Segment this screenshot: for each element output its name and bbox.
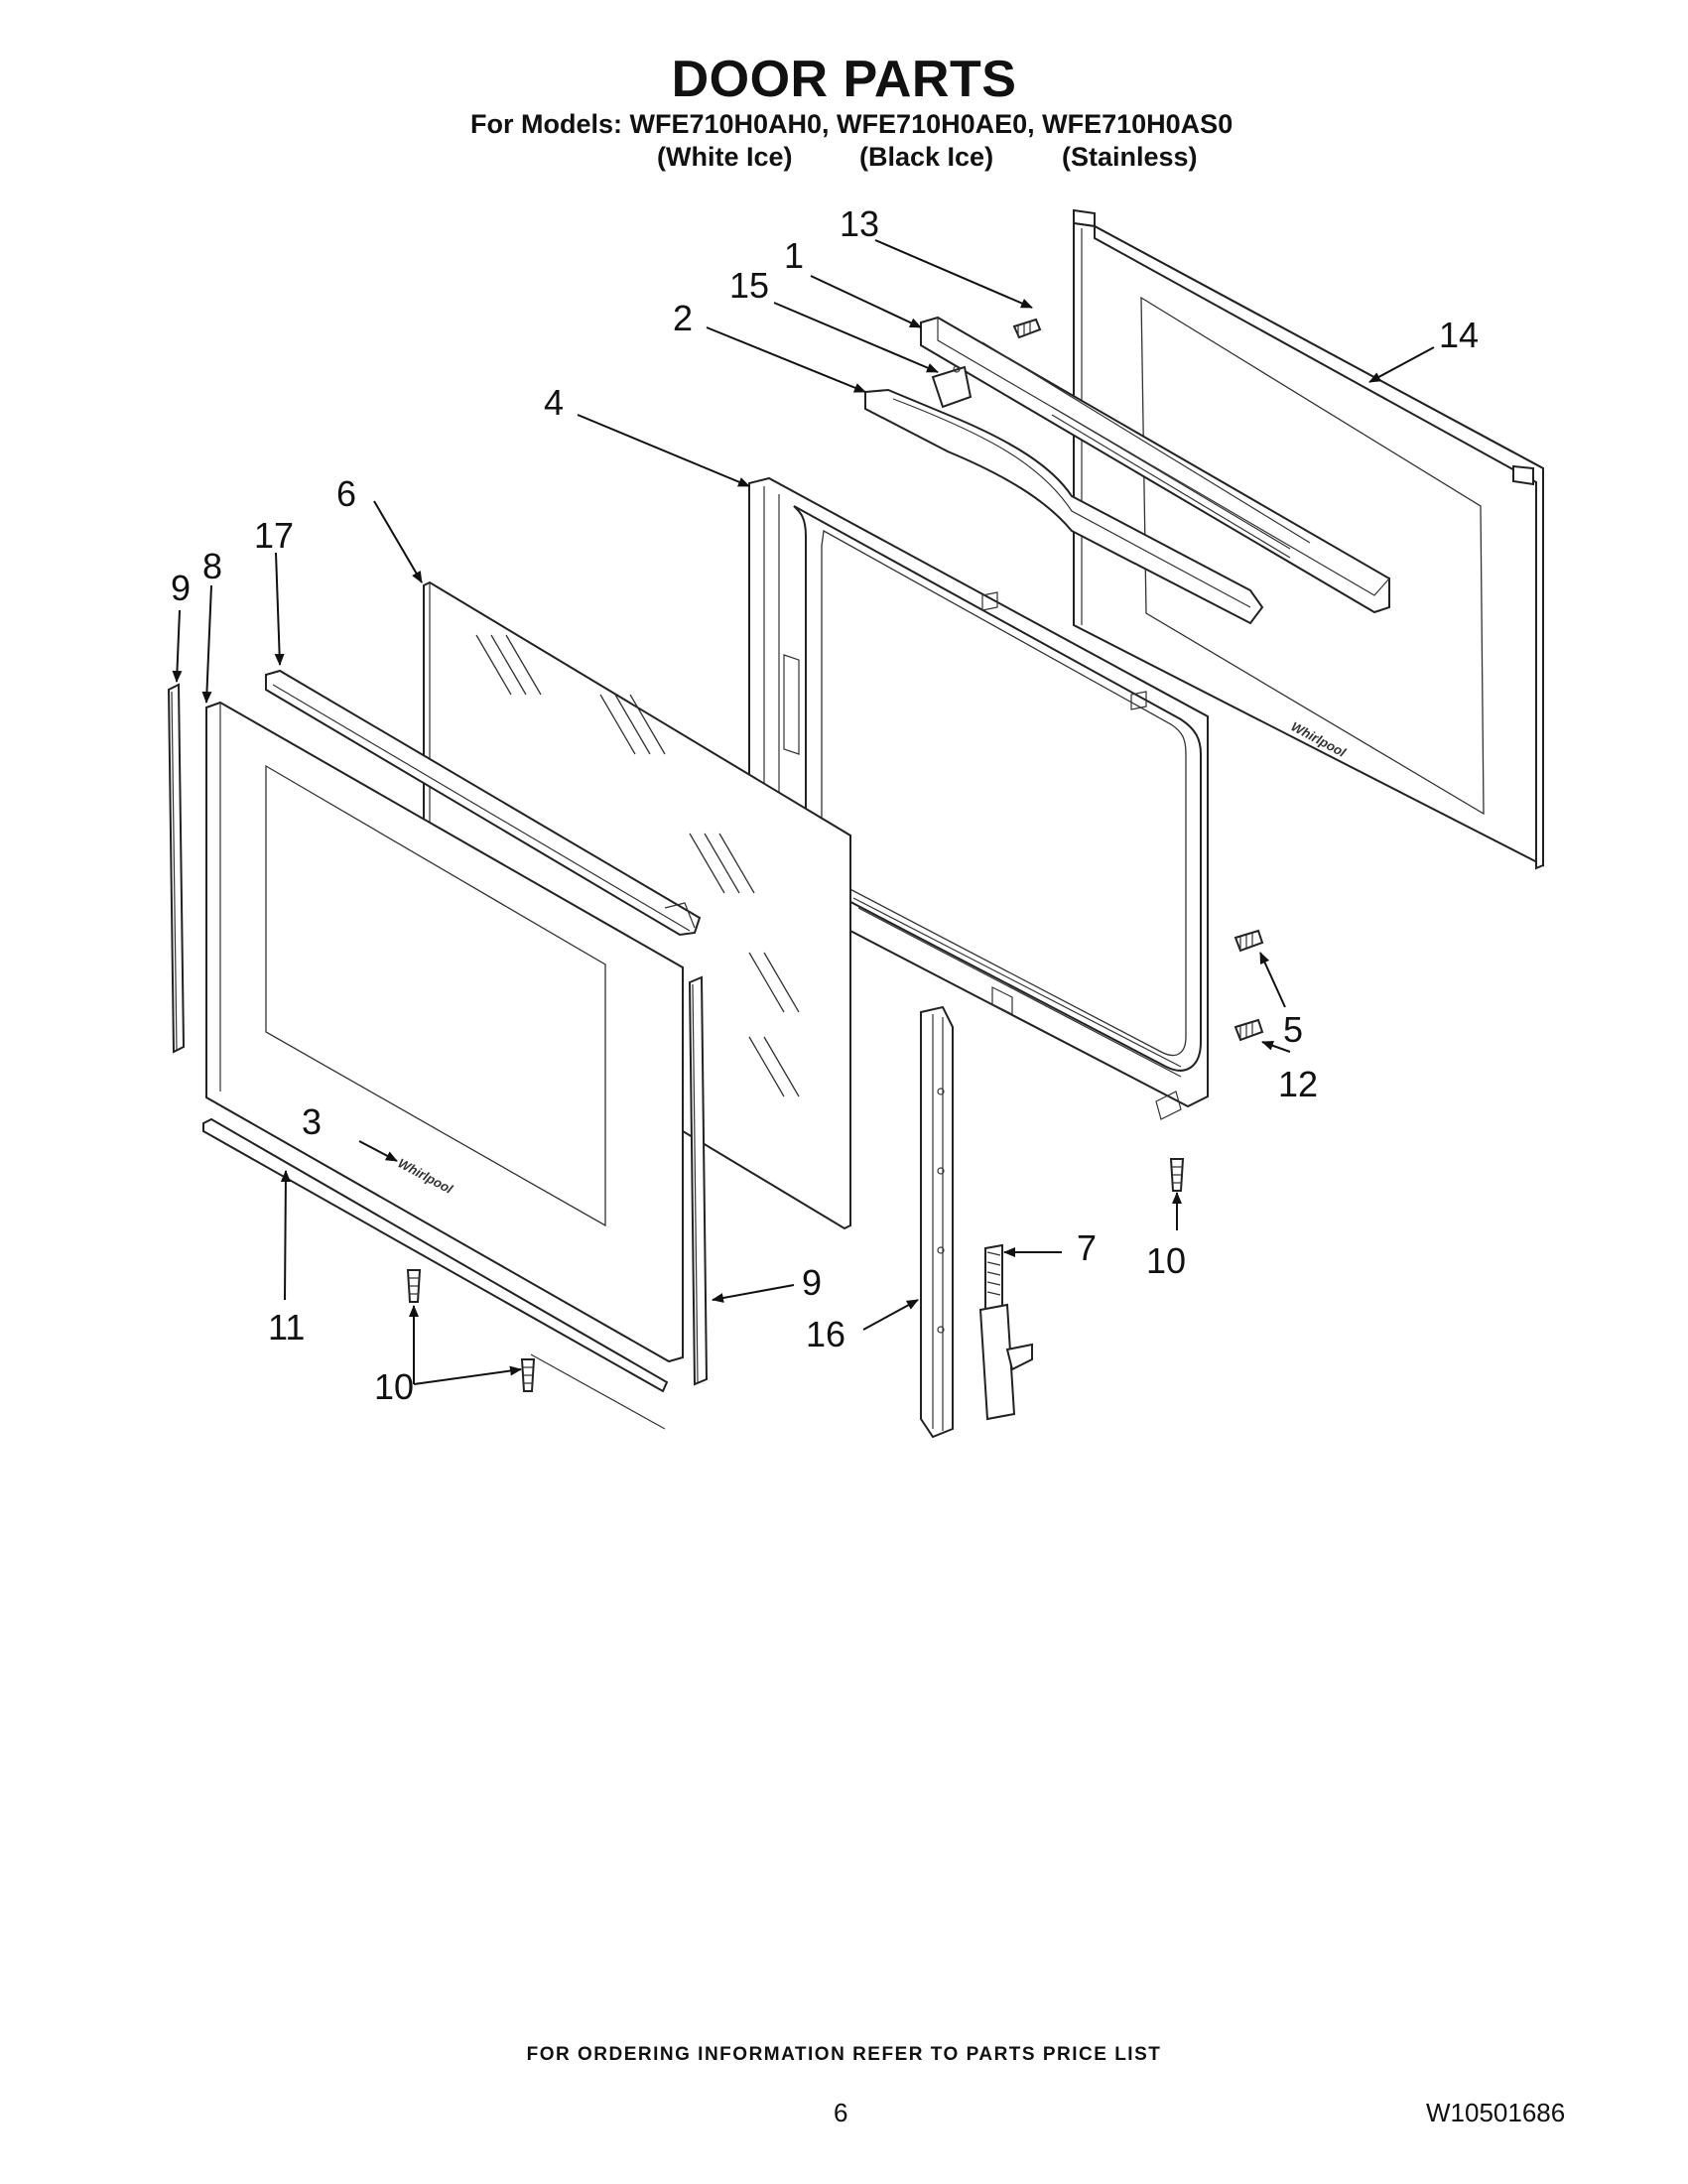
callout-12: 12 xyxy=(1278,1064,1318,1104)
callout-9-left: 9 xyxy=(171,568,191,608)
callout-10-right: 10 xyxy=(1146,1240,1186,1281)
callout-8: 8 xyxy=(202,546,222,586)
document-number: W10501686 xyxy=(1426,2098,1566,2127)
top-glass-channel xyxy=(265,669,702,937)
callout-7: 7 xyxy=(1077,1227,1097,1268)
handle-end-cap xyxy=(931,365,973,409)
callout-17: 17 xyxy=(254,515,294,556)
screw-10-right xyxy=(1169,1158,1185,1192)
callout-4: 4 xyxy=(544,382,564,423)
page-number: 6 xyxy=(834,2098,848,2127)
variant-white-ice: (White Ice) xyxy=(657,142,793,172)
screw-13 xyxy=(1012,318,1042,339)
callout-15: 15 xyxy=(729,265,769,306)
callout-10-bottom: 10 xyxy=(374,1366,414,1407)
callout-5: 5 xyxy=(1283,1009,1303,1050)
variant-black-ice: (Black Ice) xyxy=(859,142,994,172)
door-hinge xyxy=(978,1243,1033,1421)
door-handle xyxy=(864,388,1264,625)
left-side-trim xyxy=(167,683,186,1054)
right-side-trim xyxy=(688,975,709,1386)
callout-labels: 13 1 15 2 14 4 6 17 9 8 5 12 7 10 9 16 3… xyxy=(171,203,1479,1407)
callout-3: 3 xyxy=(302,1101,322,1142)
hinge-receptacle xyxy=(920,1005,954,1439)
variant-stainless: (Stainless) xyxy=(1062,142,1198,172)
leader-lines xyxy=(172,239,1435,1385)
screw-5 xyxy=(1234,929,1264,953)
models-line: For Models: WFE710H0AH0, WFE710H0AE0, WF… xyxy=(470,109,1234,139)
screw-10-bottom-right xyxy=(520,1358,536,1392)
ordering-note: FOR ORDERING INFORMATION REFER TO PARTS … xyxy=(526,2044,1162,2065)
callout-16: 16 xyxy=(806,1314,845,1354)
callout-14: 14 xyxy=(1439,315,1479,355)
callout-2: 2 xyxy=(673,298,693,338)
screw-10-bottom-left xyxy=(406,1269,422,1303)
callout-13: 13 xyxy=(840,203,879,244)
callout-6: 6 xyxy=(336,473,356,514)
page-title: DOOR PARTS xyxy=(671,51,1017,108)
callout-11: 11 xyxy=(268,1307,305,1348)
callout-9-right: 9 xyxy=(802,1262,822,1303)
screw-12 xyxy=(1234,1018,1264,1042)
callout-1: 1 xyxy=(784,235,804,276)
top-vent-trim xyxy=(920,316,1390,614)
outer-glass-door: Whirlpool xyxy=(205,701,684,1363)
bottom-trim xyxy=(202,1117,669,1430)
